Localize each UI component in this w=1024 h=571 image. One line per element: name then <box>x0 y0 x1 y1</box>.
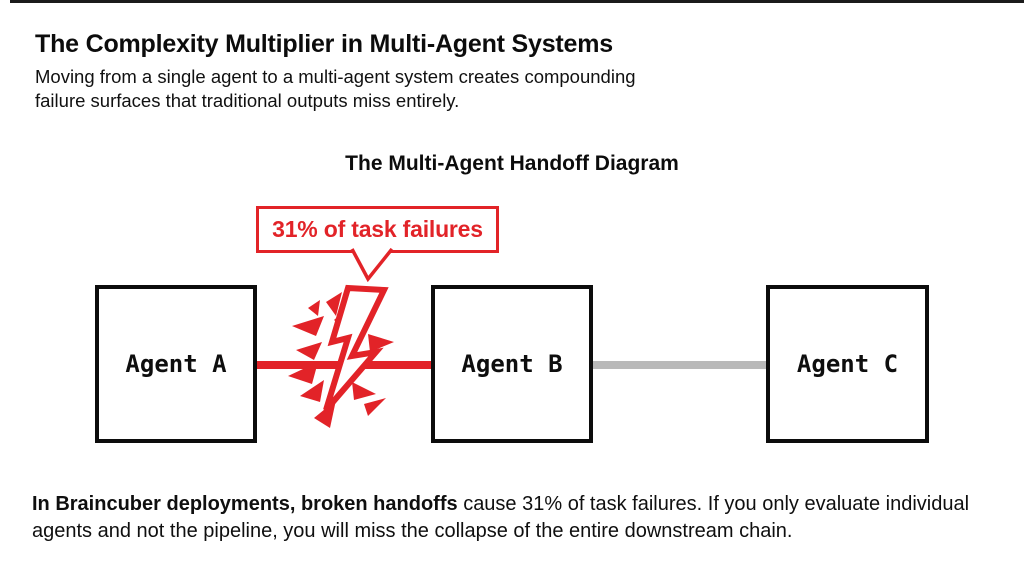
page-subtitle: Moving from a single agent to a multi-ag… <box>35 66 636 111</box>
agent-b-box: Agent B <box>431 285 593 443</box>
agent-c-box: Agent C <box>766 285 929 443</box>
agent-b-label: Agent B <box>461 350 563 378</box>
footer-summary-bold: In Braincuber deployments, broken handof… <box>32 493 458 515</box>
explosion-lightning-icon <box>288 284 394 428</box>
agent-a-label: Agent A <box>125 350 227 378</box>
top-crop-bar <box>10 0 1024 3</box>
failure-callout: 31% of task failures <box>256 206 499 253</box>
diagram-title: The Multi-Agent Handoff Diagram <box>345 152 679 175</box>
failure-callout-label: 31% of task failures <box>272 216 483 242</box>
connection-normal-line <box>593 361 766 369</box>
footer-summary: In Braincuber deployments, broken handof… <box>32 491 994 545</box>
agent-a-box: Agent A <box>95 285 257 443</box>
page-title: The Complexity Multiplier in Multi-Agent… <box>35 30 613 58</box>
agent-c-label: Agent C <box>796 350 899 378</box>
callout-tail-icon <box>350 247 394 282</box>
footer-summary-rest: cause 31% of task failures. If you only … <box>32 493 970 542</box>
